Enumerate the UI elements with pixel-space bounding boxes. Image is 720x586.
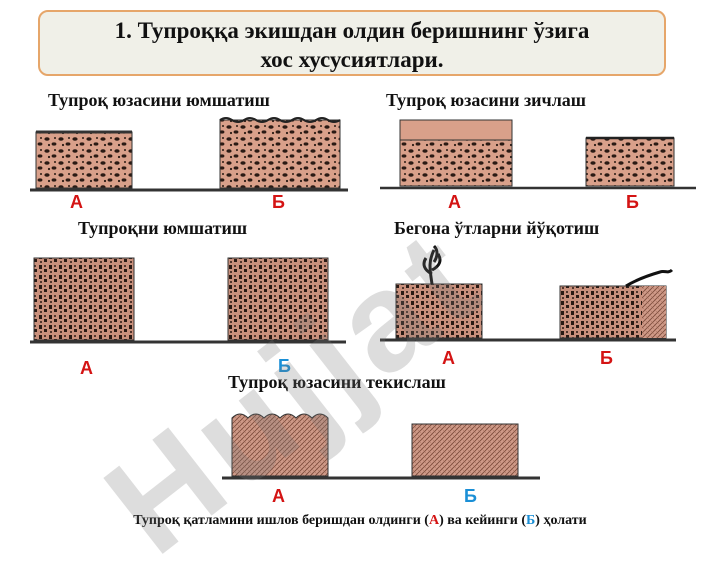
- letter-a-2: А: [448, 192, 461, 212]
- illustration-level-surface: [222, 413, 540, 480]
- illustration-remove-weeds: [380, 244, 676, 342]
- illustration-loosen-soil: [30, 257, 346, 344]
- caption-after: ) ҳолати: [535, 513, 587, 528]
- letter-b-2: Б: [626, 192, 639, 212]
- letter-b-4: Б: [600, 348, 613, 368]
- caption-middle: ) ва кейинги (: [439, 513, 527, 528]
- caption-a: А: [428, 513, 440, 528]
- label-loosen-soil: Тупроқни юмшатиш: [78, 218, 248, 238]
- illustration-loosen-surface: [30, 117, 348, 192]
- caption: Тупроқ қатламини ишлов беришдан олдинги …: [0, 513, 720, 529]
- letter-a-4: А: [442, 348, 455, 368]
- title-line-2: хос хусусиятлари.: [260, 47, 444, 72]
- caption-b: Б: [526, 513, 536, 528]
- letter-b-3: Б: [278, 356, 291, 376]
- illustration-compact-surface: [380, 119, 696, 190]
- label-remove-weeds: Бегона ўтларни йўқотиш: [394, 218, 600, 238]
- label-loosen-surface: Тупроқ юзасини юмшатиш: [48, 90, 270, 110]
- uprooted-weed-icon: [625, 268, 674, 288]
- letter-b-1: Б: [272, 192, 285, 212]
- title-line-1: 1. Тупроққа экишдан олдин беришнинг ўзиг…: [114, 18, 590, 43]
- weed-plant-icon: [422, 244, 442, 285]
- letter-a-5: А: [272, 486, 285, 506]
- letter-a-3: А: [80, 358, 93, 378]
- label-level-surface: Тупроқ юзасини текислаш: [228, 372, 446, 392]
- title-box: 1. Тупроққа экишдан олдин беришнинг ўзиг…: [38, 10, 666, 76]
- caption-before: Тупроқ қатламини ишлов беришдан олдинги …: [133, 513, 429, 528]
- letter-a-1: А: [70, 192, 83, 212]
- letter-b-5: Б: [464, 486, 477, 506]
- label-compact-surface: Тупроқ юзасини зичлаш: [386, 90, 587, 110]
